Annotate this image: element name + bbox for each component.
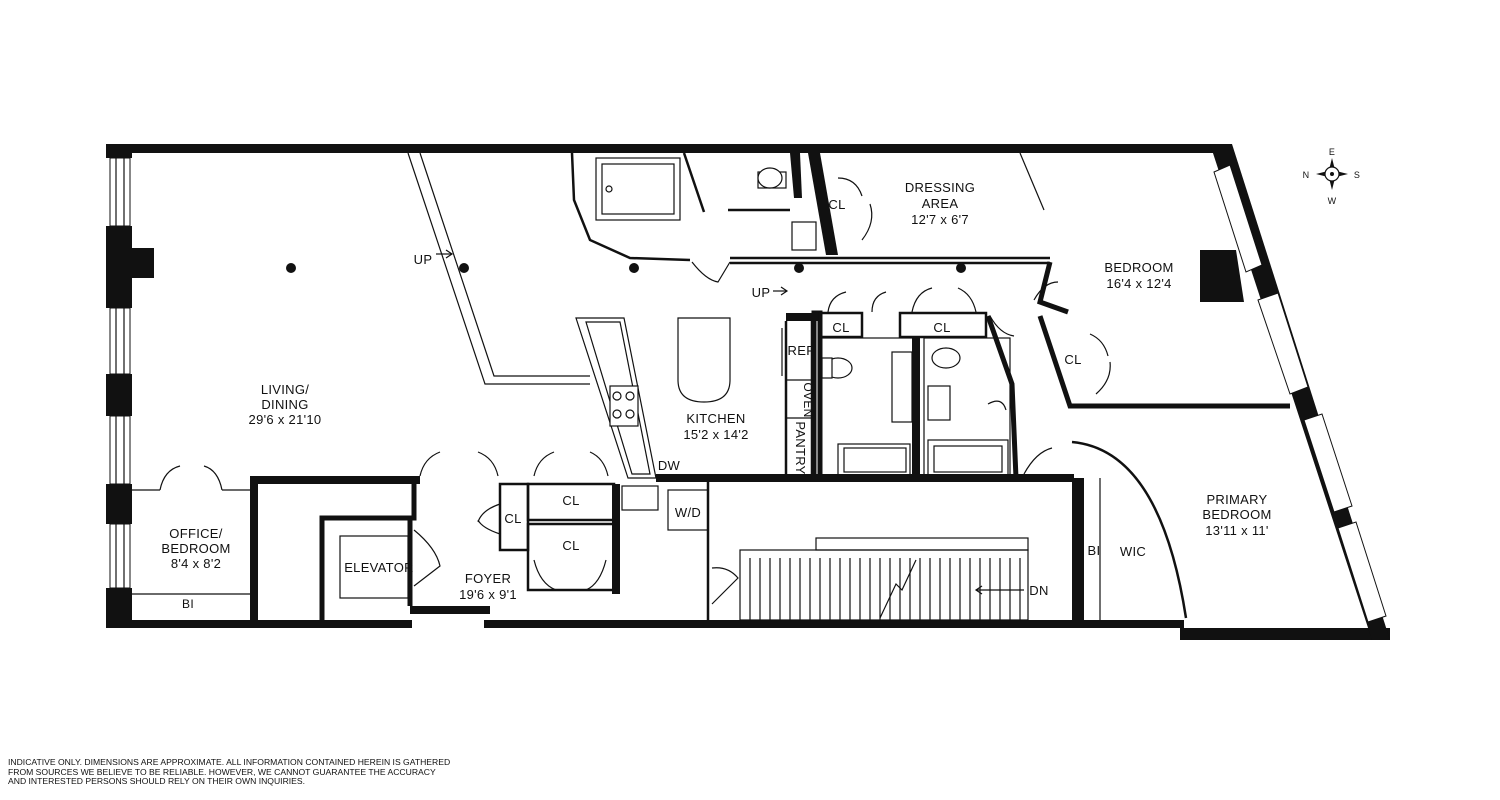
cl-label-1: CL <box>832 320 849 335</box>
disclaimer: INDICATIVE ONLY. DIMENSIONS ARE APPROXIM… <box>8 757 451 787</box>
living-dims: 29'6 x 21'10 <box>249 412 322 427</box>
foyer-label: FOYER <box>465 571 511 586</box>
living-label-2: DINING <box>261 397 308 412</box>
cl-label-bedroom: CL <box>1064 352 1081 367</box>
primary-label-2: BEDROOM <box>1202 507 1271 522</box>
compass-n: N <box>1303 170 1310 180</box>
cl-label-foyer-2: CL <box>562 493 579 508</box>
compass-e: E <box>1329 147 1335 157</box>
disclaimer-line-1: INDICATIVE ONLY. DIMENSIONS ARE APPROXIM… <box>8 757 451 767</box>
bedroom-dims: 16'4 x 12'4 <box>1106 276 1171 291</box>
left-windows <box>109 157 131 589</box>
kitchen-dims: 15'2 x 14'2 <box>683 427 748 442</box>
dw-label: DW <box>658 458 681 473</box>
compass-rose: E W N S <box>1303 147 1360 206</box>
wic-curve <box>1071 440 1188 619</box>
dressing-label: DRESSING <box>905 180 975 195</box>
wd-label: W/D <box>675 505 701 520</box>
bi-label: BI <box>1088 543 1101 558</box>
primary-dims: 13'11 x 11' <box>1205 523 1268 538</box>
living-label: LIVING/ <box>261 382 309 397</box>
stair-treads <box>749 558 1021 620</box>
up-label-living: UP <box>414 252 433 267</box>
pantry-label: PANTRY <box>793 421 808 474</box>
disclaimer-line-2: FROM SOURCES WE BELIEVE TO BE RELIABLE. … <box>8 766 436 777</box>
dn-label: DN <box>1029 583 1048 598</box>
cl-label-2: CL <box>933 320 950 335</box>
right-windows <box>1200 164 1387 623</box>
office-bi-label: BI <box>182 597 194 611</box>
dressing-label-2: AREA <box>922 196 959 211</box>
dressing-dims: 12'7 x 6'7 <box>911 212 969 227</box>
ref-label: REF <box>788 343 815 358</box>
oven-label: OVEN <box>801 382 815 417</box>
foyer-dims: 19'6 x 9'1 <box>459 587 517 602</box>
office-label: OFFICE/ <box>169 526 222 541</box>
door-swings <box>159 177 1111 605</box>
cl-label-dressing: CL <box>828 197 845 212</box>
columns <box>286 263 966 273</box>
cl-label-foyer-3: CL <box>562 538 579 553</box>
office-label-2: BEDROOM <box>161 541 230 556</box>
elevator-label: ELEVATOR <box>344 560 414 575</box>
wic-label: WIC <box>1120 544 1146 559</box>
up-label-kitchen: UP <box>752 285 771 300</box>
primary-label: PRIMARY <box>1206 492 1267 507</box>
compass-s: S <box>1354 170 1360 180</box>
disclaimer-line-3: AND INTERESTED PERSONS SHOULD RELY ON TH… <box>8 776 306 787</box>
kitchen-label: KITCHEN <box>686 411 745 426</box>
stair-arrows <box>436 249 1024 595</box>
office-dims: 8'4 x 8'2 <box>171 556 221 571</box>
cl-label-foyer-1: CL <box>504 511 521 526</box>
compass-w: W <box>1328 196 1337 206</box>
bedroom-label: BEDROOM <box>1104 260 1173 275</box>
interior-walls <box>132 152 1290 626</box>
room-labels: LIVING/ DINING 29'6 x 21'10 OFFICE/ BEDR… <box>161 180 1271 611</box>
